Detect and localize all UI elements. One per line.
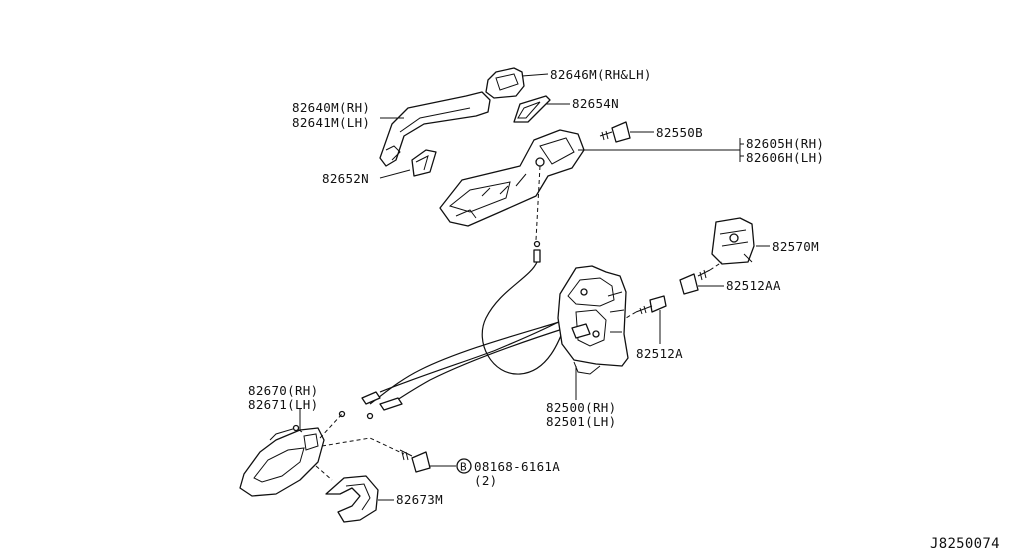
- inside-handle-part: [239, 424, 325, 497]
- callout-08168-group: B 08168-6161A (2): [456, 458, 560, 488]
- callout-82500: 82500(RH): [546, 400, 616, 415]
- callout-82501: 82501(LH): [546, 414, 616, 429]
- callout-82606h: 82606H(LH): [746, 150, 824, 165]
- callout-82550b: 82550B: [656, 125, 703, 140]
- circled-b-letter: B: [460, 461, 467, 474]
- callout-82640m: 82640M(RH): [292, 100, 370, 115]
- striker-part: [711, 217, 755, 265]
- circled-b-marker: [456, 458, 472, 474]
- outside-handle-part: [379, 91, 491, 167]
- callout-82512aa: 82512AA: [726, 278, 781, 293]
- screw-82512a-part: [635, 295, 667, 315]
- callout-82641m: 82641M(LH): [292, 115, 370, 130]
- callout-82670: 82670(RH): [248, 383, 318, 398]
- rod-end-part: [533, 240, 541, 263]
- escutcheon-part: [325, 475, 379, 523]
- callout-82570m: 82570M: [772, 239, 819, 254]
- door-lock-part: [557, 265, 629, 375]
- callout-82673m: 82673M: [396, 492, 443, 507]
- callout-82605h: 82605H(RH): [746, 136, 824, 151]
- callout-82654n: 82654N: [572, 96, 619, 111]
- handle-frame-part: [439, 129, 585, 227]
- seal-part: [411, 149, 437, 177]
- screw-82550b-part: [599, 121, 631, 143]
- callout-82646m: 82646M(RH&LH): [550, 67, 652, 82]
- cable-assembly: [338, 261, 573, 420]
- callout-08168: 08168-6161A: [474, 459, 560, 474]
- bolt-part: [399, 449, 431, 473]
- callout-82512a: 82512A: [636, 346, 683, 361]
- callout-08168-qty: (2): [474, 473, 497, 488]
- callout-82652n: 82652N: [322, 171, 369, 186]
- screw-82512aa-part: [679, 269, 711, 295]
- callout-82671: 82671(LH): [248, 397, 318, 412]
- diagram-id: J8250074: [930, 536, 1000, 552]
- gasket-part: [513, 95, 551, 123]
- handle-cap-part: [485, 67, 525, 99]
